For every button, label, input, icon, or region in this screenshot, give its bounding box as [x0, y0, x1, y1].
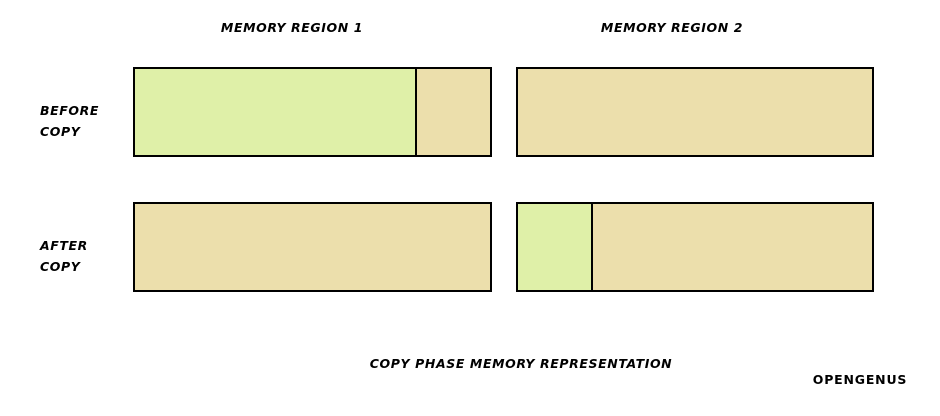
column-header-memory-region-2: MEMORY REGION 2 — [600, 20, 744, 35]
memory-bar-after-region-2 — [516, 202, 874, 292]
memory-segment-free — [590, 204, 872, 290]
memory-segment-used — [135, 69, 416, 155]
row-label-before-copy: BEFORE COPY — [40, 100, 99, 142]
column-header-memory-region-1: MEMORY REGION 1 — [220, 20, 364, 35]
row-label-before-copy-line-1: BEFORE — [40, 103, 99, 118]
memory-bar-before-region-1 — [133, 67, 492, 157]
memory-segment-used — [518, 204, 591, 290]
row-label-before-copy-line-2: COPY — [40, 124, 81, 139]
row-label-after-copy-line-1: AFTER — [40, 238, 88, 253]
row-label-after-copy-line-2: COPY — [40, 259, 81, 274]
memory-bar-after-region-1 — [133, 202, 492, 292]
memory-segment-free — [415, 69, 490, 155]
row-label-after-copy: AFTER COPY — [40, 235, 88, 277]
diagram-caption: COPY PHASE MEMORY REPRESENTATION — [369, 356, 673, 371]
memory-bar-before-region-2 — [516, 67, 874, 157]
watermark: OPENGENUS — [812, 372, 908, 387]
memory-segment-free — [518, 69, 872, 155]
memory-segment-free — [135, 204, 490, 290]
